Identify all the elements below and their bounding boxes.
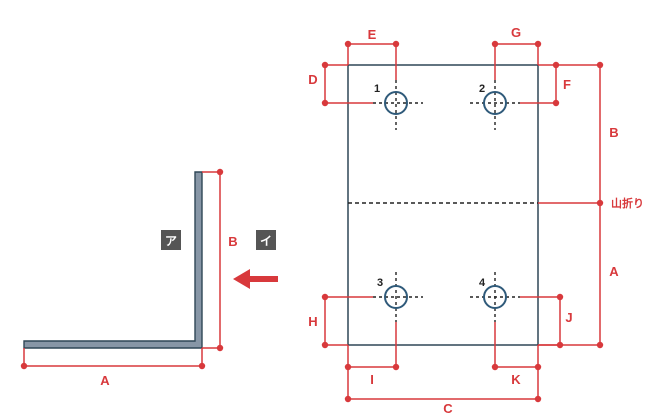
- hole-3: [384, 285, 408, 309]
- dim-d-label: D: [308, 72, 317, 87]
- dim-dot: [216, 168, 224, 176]
- side-dim-b: [202, 171, 221, 349]
- plate-outline: [347, 64, 539, 346]
- hole-number: 4: [479, 277, 486, 289]
- dim-k-label: K: [511, 372, 521, 387]
- hole-4: [483, 285, 507, 309]
- dim-a-label: A: [609, 264, 619, 279]
- dim-dot: [216, 344, 224, 352]
- plate-dimension-lines: [324, 43, 601, 400]
- dim-c-label: C: [443, 401, 453, 416]
- hole-number: 1: [374, 83, 380, 95]
- tag-b-box: [256, 230, 276, 250]
- dim-j-label: J: [565, 310, 572, 325]
- hole-number: 3: [377, 277, 383, 289]
- tag-b-label: イ: [260, 234, 272, 248]
- dim-i-label: I: [370, 372, 374, 387]
- dim-h-label: H: [308, 314, 317, 329]
- tag-a-label: ア: [165, 234, 177, 248]
- side-view: B A ア イ: [20, 168, 278, 388]
- side-dim-a: [23, 348, 203, 367]
- dim-g-label: G: [511, 25, 521, 40]
- dim-dot: [20, 362, 28, 370]
- plate-dimension-dots: [321, 40, 604, 403]
- hole-centerlines: [373, 80, 520, 322]
- hole-1: [384, 91, 408, 115]
- tag-a-box: [161, 230, 181, 250]
- side-dim-a-label: A: [100, 373, 110, 388]
- dim-e-label: E: [368, 27, 377, 42]
- l-profile-shape: [23, 171, 203, 349]
- plate-view: 1 2 3 4: [308, 25, 644, 416]
- dim-dot: [198, 362, 206, 370]
- fold-label: 山折り: [611, 196, 644, 210]
- hole-number: 2: [479, 83, 485, 95]
- dim-f-label: F: [563, 77, 571, 92]
- hole-2: [483, 91, 507, 115]
- dim-b-label: B: [609, 125, 618, 140]
- side-dim-b-label: B: [228, 234, 237, 249]
- left-arrow-icon: [233, 269, 278, 289]
